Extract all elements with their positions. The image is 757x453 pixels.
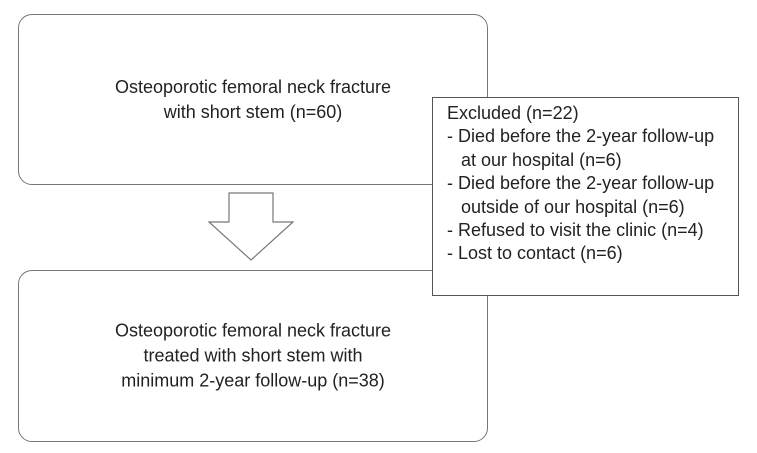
excluded-item-2: - Died before the 2-year follow-up xyxy=(447,173,715,194)
down-arrow-icon xyxy=(207,192,295,261)
final-cohort-line-2: treated with short stem with xyxy=(143,345,363,366)
final-cohort-line-3: minimum 2-year follow-up (n=38) xyxy=(121,370,385,391)
final-cohort-text: Osteoporotic femoral neck fracture treat… xyxy=(19,319,487,394)
excluded-item-2-cont: outside of our hospital (n=6) xyxy=(461,196,685,217)
excluded-item-4: - Lost to contact (n=6) xyxy=(447,243,623,264)
excluded-box: Excluded (n=22) - Died before the 2-year… xyxy=(432,97,739,296)
excluded-item-1: - Died before the 2-year follow-up xyxy=(447,126,715,147)
final-cohort-line-1: Osteoporotic femoral neck fracture xyxy=(114,320,392,341)
initial-cohort-line-1: Osteoporotic femoral neck fracture xyxy=(114,76,392,97)
initial-cohort-text: Osteoporotic femoral neck fracture with … xyxy=(19,75,487,125)
excluded-item-1-cont: at our hospital (n=6) xyxy=(461,149,622,170)
initial-cohort-line-2: with short stem (n=60) xyxy=(163,101,343,122)
final-cohort-box: Osteoporotic femoral neck fracture treat… xyxy=(18,270,488,442)
initial-cohort-box: Osteoporotic femoral neck fracture with … xyxy=(18,14,488,185)
excluded-title: Excluded (n=22) xyxy=(447,103,579,123)
excluded-item-3: - Refused to visit the clinic (n=4) xyxy=(447,220,704,241)
